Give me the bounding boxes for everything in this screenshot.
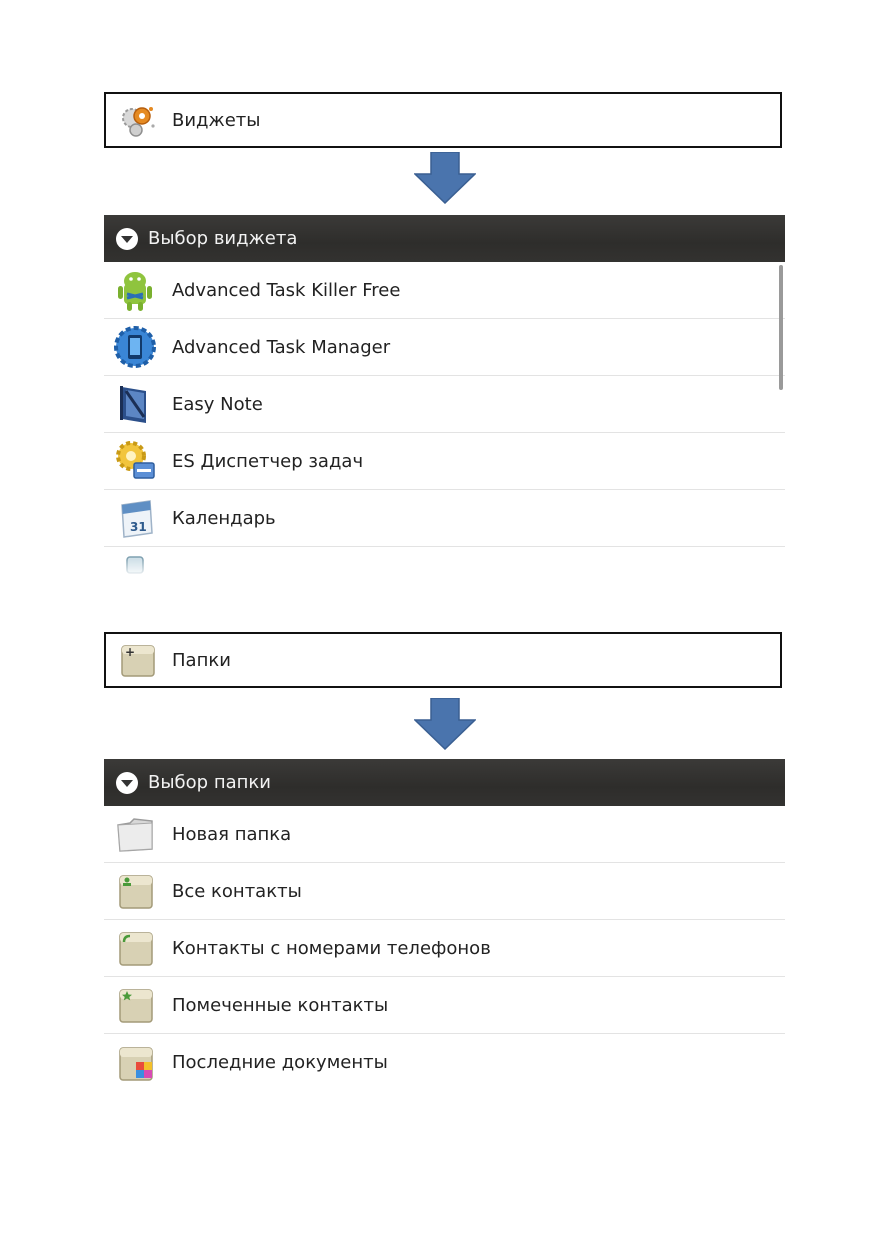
widget-picker-title: Выбор виджета [148,228,297,249]
scrollbar[interactable] [779,265,783,390]
list-item[interactable]: ES Диспетчер задач [104,433,785,490]
list-item[interactable]: Advanced Task Manager [104,319,785,376]
list-item[interactable]: 31 Календарь [104,490,785,547]
list-fade [104,559,785,577]
list-item[interactable]: Помеченные контакты [104,977,785,1034]
list-item[interactable]: Последние документы [104,1034,785,1091]
list-item-label: ES Диспетчер задач [172,451,363,472]
svg-text:31: 31 [130,520,147,534]
phone-contacts-folder-icon [110,925,160,971]
list-item[interactable]: Все контакты [104,863,785,920]
widgets-gear-icon [118,100,158,140]
folders-menu-label: Папки [172,650,231,671]
calendar-icon: 31 [110,495,160,541]
down-arrow-icon [414,698,476,750]
folders-menu-item[interactable]: + Папки [104,632,782,688]
circle-chevron-down-icon [114,226,140,252]
list-item-label: Advanced Task Killer Free [172,280,400,301]
list-item-label: Помеченные контакты [172,995,388,1016]
list-item-label: Календарь [172,508,276,529]
notebook-icon [110,381,160,427]
list-item-label: Advanced Task Manager [172,337,390,358]
contacts-folder-icon [110,868,160,914]
widgets-menu-item[interactable]: Виджеты [104,92,782,148]
list-item-label: Последние документы [172,1052,388,1073]
list-item[interactable]: Новая папка [104,806,785,863]
recent-documents-folder-icon [110,1040,160,1086]
list-item-label: Easy Note [172,394,263,415]
widget-picker-dialog: Выбор виджета Advanced Task Killer Free [104,215,785,577]
task-manager-gear-icon [110,324,160,370]
folder-picker-title: Выбор папки [148,772,271,793]
list-item[interactable]: Контакты с номерами телефонов [104,920,785,977]
new-folder-icon [110,811,160,857]
circle-chevron-down-icon [114,770,140,796]
svg-text:+: + [125,645,135,659]
folder-picker-dialog: Выбор папки Новая папка Все контакты [104,759,785,1094]
list-item[interactable]: Easy Note [104,376,785,433]
folder-picker-header: Выбор папки [104,759,785,806]
android-robot-icon [110,267,160,313]
widgets-menu-label: Виджеты [172,110,260,131]
list-item[interactable]: Advanced Task Killer Free [104,262,785,319]
es-task-manager-gear-icon [110,438,160,484]
down-arrow-icon [414,152,476,204]
list-item-label: Контакты с номерами телефонов [172,938,491,959]
list-item-label: Новая папка [172,824,291,845]
list-item-label: Все контакты [172,881,302,902]
starred-contacts-folder-icon [110,982,160,1028]
widget-picker-header: Выбор виджета [104,215,785,262]
folder-plus-icon: + [118,640,158,680]
